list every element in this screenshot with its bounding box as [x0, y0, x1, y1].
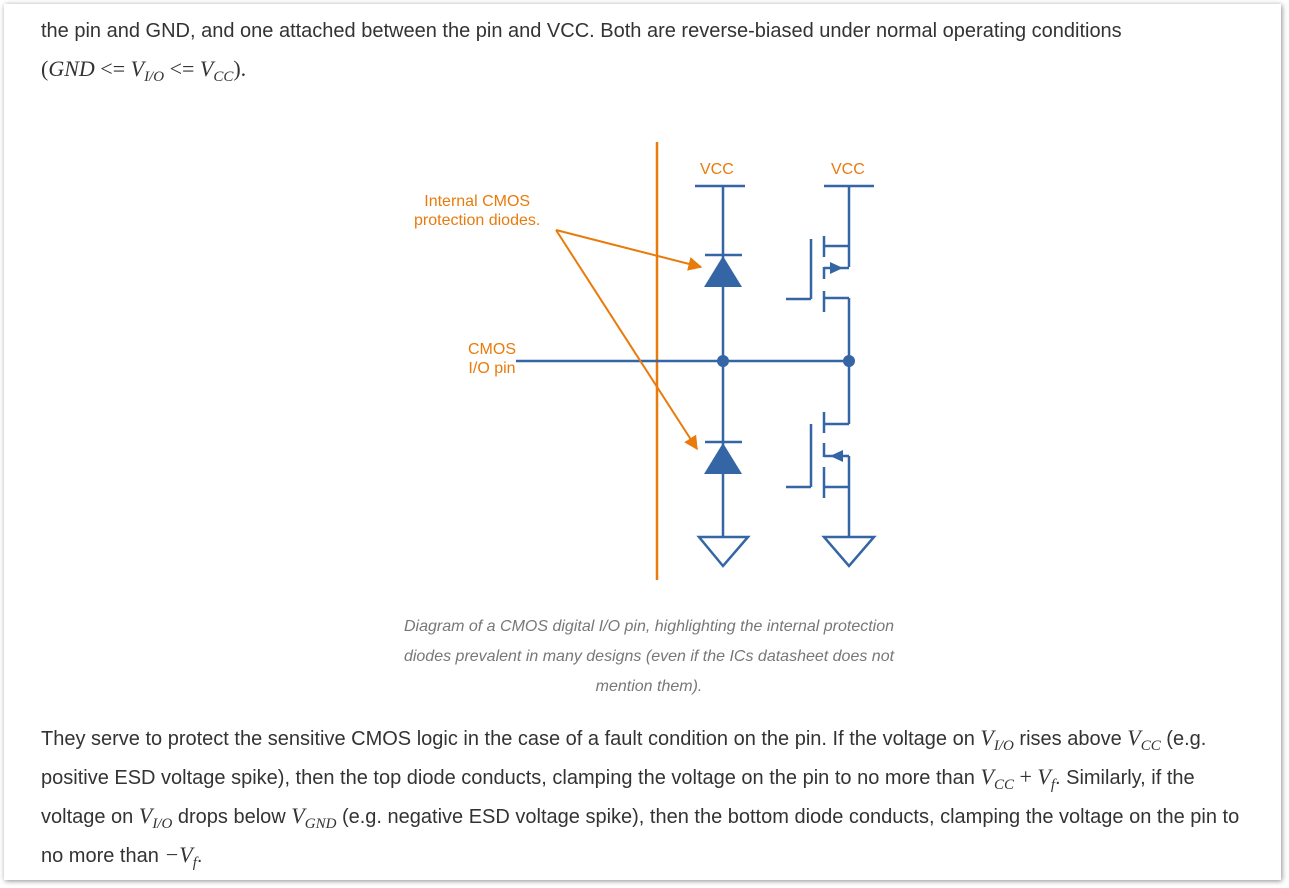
- bottom-protection-diode: [704, 440, 742, 474]
- formula-vcc-plus-vf: VCC + Vf: [980, 764, 1055, 793]
- figure-caption: Diagram of a CMOS digital I/O pin, highl…: [403, 618, 895, 695]
- ground-symbol-right: [821, 535, 877, 568]
- intro-paragraph: the pin and GND, and one attached betwee…: [41, 12, 1251, 89]
- io-pin-label: CMOS I/O pin: [468, 341, 516, 377]
- formula-v-cc: VCC: [1127, 725, 1161, 754]
- vcc-label-left: VCC: [700, 161, 734, 178]
- intro-text: the pin and GND, and one attached betwee…: [41, 20, 1122, 42]
- nmos-transistor: [786, 361, 851, 537]
- junction-dot-left: [717, 355, 729, 367]
- formula-neg-vf: −Vf: [164, 842, 197, 871]
- annotation-arrow-bottom: [555, 229, 698, 451]
- formula-v-gnd: VGND: [291, 803, 337, 832]
- protection-diodes-label: Internal CMOS protection diodes.: [414, 193, 541, 229]
- formula-v-io: VI/O: [980, 725, 1014, 754]
- article-page: the pin and GND, and one attached betwee…: [4, 4, 1281, 880]
- top-protection-diode: [704, 253, 742, 287]
- body-paragraph: They serve to protect the sensitive CMOS…: [41, 725, 1240, 871]
- pmos-transistor: [786, 186, 851, 361]
- vcc-label-right: VCC: [831, 161, 865, 178]
- voltage-range-formula: (GND <= VI/O <= VCC).: [41, 56, 247, 85]
- formula-v-io-2: VI/O: [138, 803, 173, 832]
- annotation-arrow-top: [555, 229, 703, 271]
- circuit-schematic: [516, 142, 877, 580]
- cmos-io-pin-diagram: VCC VCC Internal CMOS protection diodes.…: [384, 134, 924, 594]
- ground-symbol-left: [696, 535, 751, 568]
